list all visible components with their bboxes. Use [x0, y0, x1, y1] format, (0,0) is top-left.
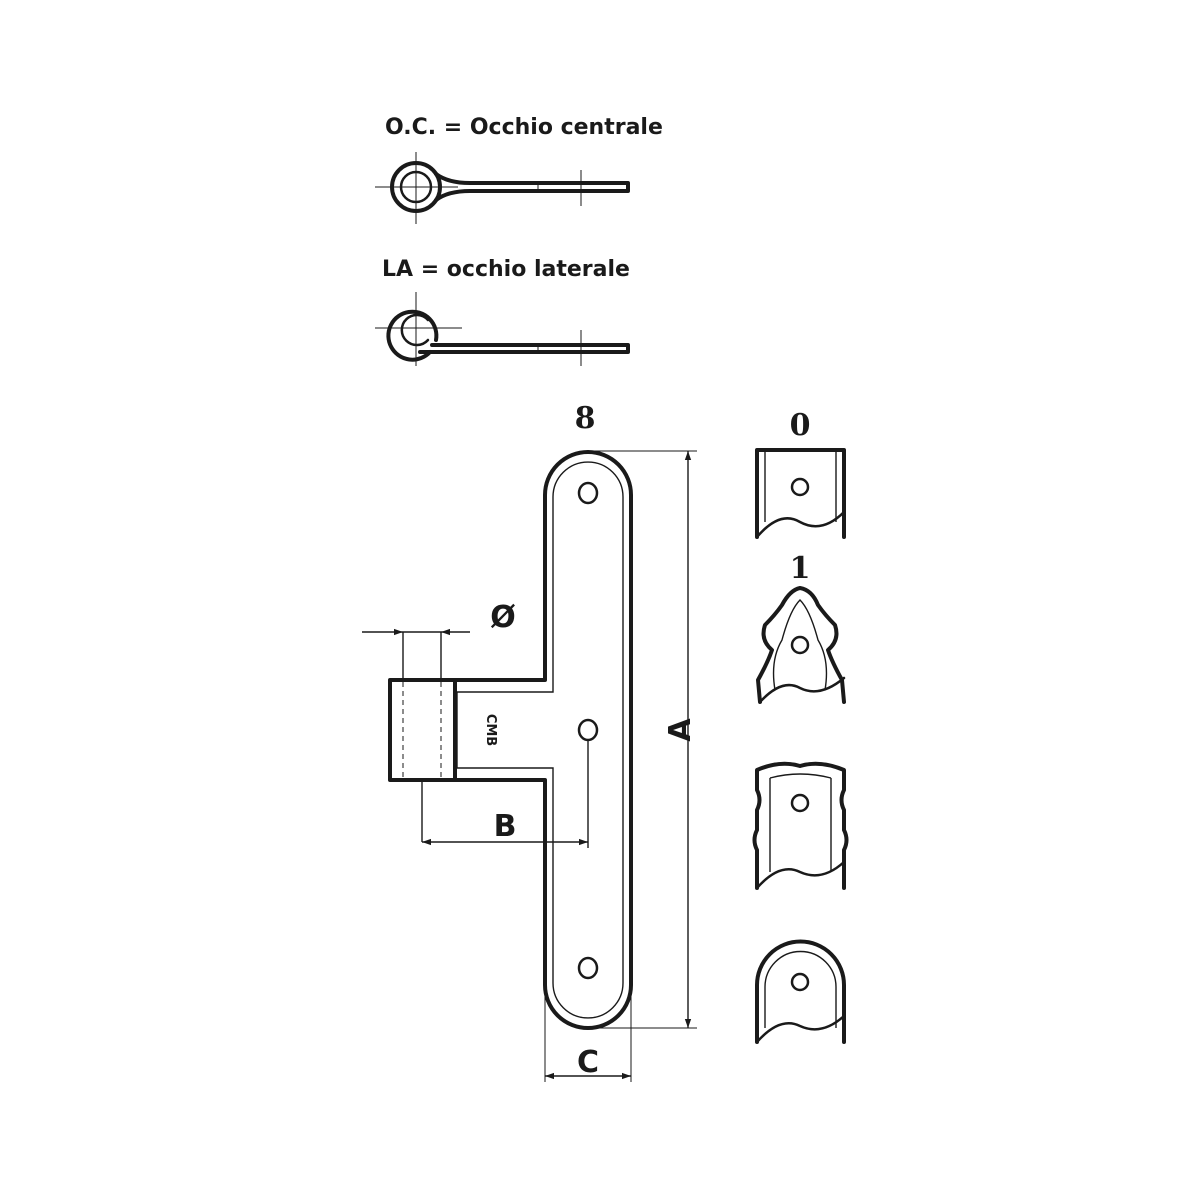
hinge-front-view: 8 CMB: [388, 401, 633, 1030]
end-variant-7: [755, 939, 846, 1044]
offset-label: B: [494, 809, 517, 844]
offset-dimension: B: [422, 809, 588, 846]
hinge-stamp: CMB: [483, 714, 498, 746]
central-eye-section: O.C. = Occhio centrale: [375, 115, 663, 224]
central-eye-label: O.C. = Occhio centrale: [385, 115, 663, 140]
end-variants: 0 1: [752, 408, 849, 1044]
hinge-barrel: [388, 632, 457, 842]
end-variant-4: [752, 761, 849, 890]
screw-holes: [577, 481, 599, 980]
end-variant-1-code: 1: [790, 551, 811, 586]
end-variant-1: 1: [756, 551, 846, 704]
length-label: A: [663, 718, 698, 742]
dimension-lines: Ø A B C: [362, 450, 698, 1082]
lateral-eye-label: LA = occhio laterale: [382, 257, 630, 282]
end-variant-0: 0: [755, 408, 846, 539]
length-dimension: A: [590, 450, 698, 1029]
diameter-label: Ø: [490, 600, 516, 635]
width-label: C: [577, 1045, 599, 1080]
central-eye-profile: [375, 152, 630, 224]
hinge-plate-outline: [453, 450, 633, 1030]
end-variant-0-code: 0: [790, 408, 811, 443]
finish-code-label: 8: [575, 401, 596, 436]
width-dimension: C: [544, 990, 632, 1082]
lateral-eye-section: LA = occhio laterale: [375, 257, 630, 366]
diameter-dimension: Ø: [362, 600, 516, 636]
lateral-eye-profile: [375, 292, 630, 366]
